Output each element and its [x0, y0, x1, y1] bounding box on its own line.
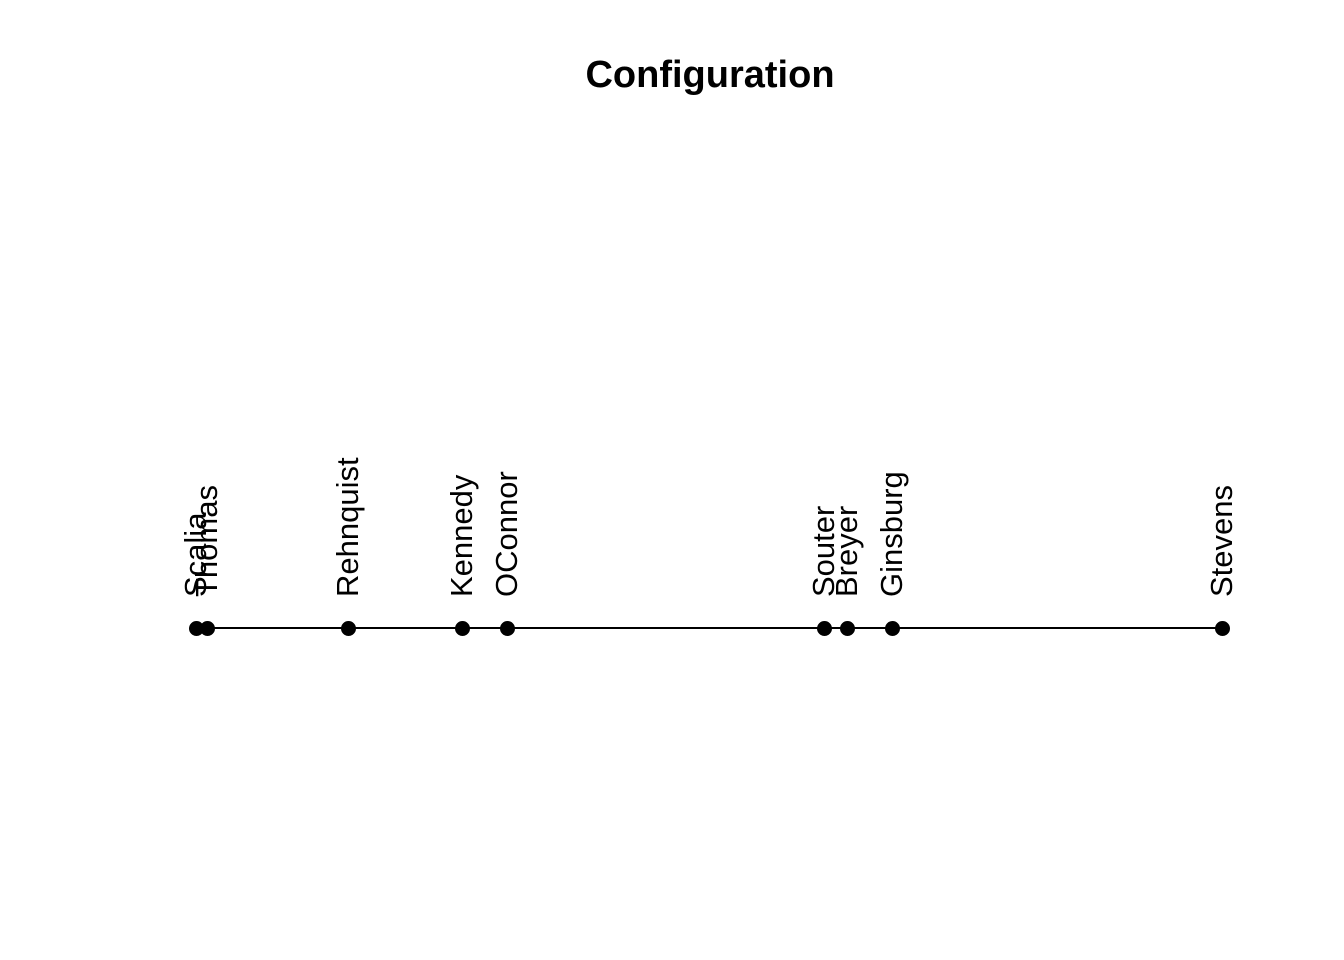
- data-point: [1214, 620, 1230, 636]
- point-label: Stevens: [1204, 484, 1239, 597]
- point-label: Thomas: [189, 485, 224, 597]
- data-point: [884, 620, 900, 636]
- data-point: [839, 620, 855, 636]
- point-label: Ginsburg: [874, 471, 909, 597]
- axis-line: [196, 627, 1222, 629]
- point-label: OConnor: [489, 471, 524, 597]
- data-point: [499, 620, 515, 636]
- point-label: Kennedy: [444, 474, 479, 597]
- point-label: Breyer: [829, 505, 864, 597]
- data-point: [199, 620, 215, 636]
- data-point: [816, 620, 832, 636]
- point-label: Rehnquist: [330, 457, 365, 597]
- chart-title: Configuration: [585, 54, 835, 96]
- data-point: [340, 620, 356, 636]
- data-point: [454, 620, 470, 636]
